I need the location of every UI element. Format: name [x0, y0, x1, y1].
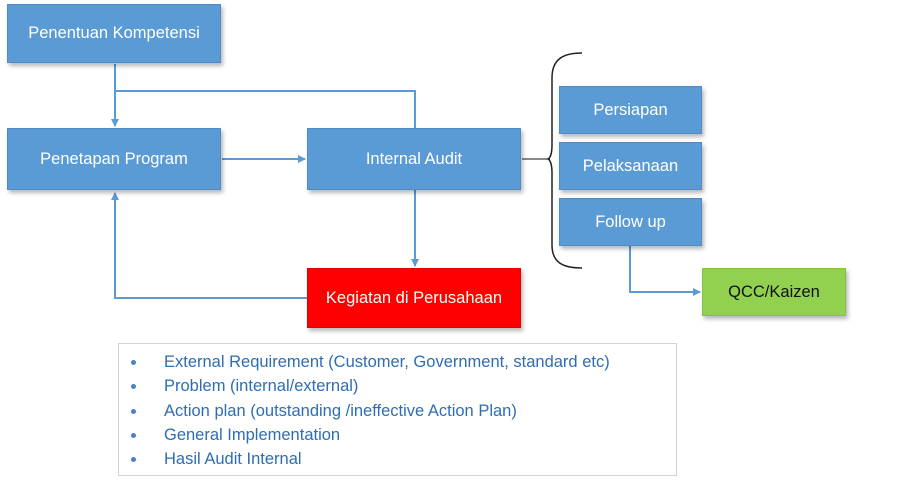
bullet-list-box: External Requirement (Customer, Governme… [118, 343, 677, 476]
bullet-item-text: Problem (internal/external) [164, 377, 359, 396]
bullet-dot-icon [131, 384, 136, 390]
node-pelaksanaan-label: Pelaksanaan [582, 156, 679, 175]
node-follow-up-label: Follow up [595, 212, 666, 231]
bullet-item-text: Hasil Audit Internal [164, 450, 302, 469]
node-penentuan-kompetensi: Penentuan Kompetensi [7, 4, 221, 63]
bullet-item: External Requirement (Customer, Governme… [119, 350, 676, 374]
bullet-list: External Requirement (Customer, Governme… [119, 350, 676, 471]
bullet-item: General Implementation [119, 423, 676, 447]
bullet-dot-icon [131, 408, 136, 414]
curly-brace [546, 52, 583, 269]
bullet-item: Problem (internal/external) [119, 374, 676, 398]
node-qcc-kaizen-label: QCC/Kaizen [728, 282, 820, 301]
node-penentuan-kompetensi-label: Penentuan Kompetensi [28, 24, 200, 42]
arrow-followup-to-qcc [629, 246, 701, 296]
bullet-dot-icon [131, 432, 136, 438]
bullet-dot-icon [131, 360, 136, 365]
arrow-kegiatan-to-program [111, 192, 308, 299]
bullet-item: Action plan (outstanding /ineffective Ac… [119, 399, 676, 423]
node-follow-up: Follow up [559, 198, 702, 246]
bullet-item-text: General Implementation [164, 425, 341, 444]
bullet-dot-icon [131, 457, 136, 463]
node-penetapan-program-label: Penetapan Program [40, 149, 188, 168]
node-kegiatan-perusahaan-label: Kegiatan di Perusahaan [325, 288, 503, 307]
node-qcc-kaizen: QCC/Kaizen [702, 268, 846, 316]
node-persiapan: Persiapan [559, 86, 702, 134]
node-internal-audit: Internal Audit [307, 128, 521, 190]
node-persiapan-label: Persiapan [593, 100, 668, 119]
node-internal-audit-label: Internal Audit [365, 149, 463, 168]
bullet-item-text: Action plan (outstanding /ineffective Ac… [164, 401, 517, 420]
node-penetapan-program: Penetapan Program [7, 128, 221, 190]
bullet-item: Hasil Audit Internal [119, 447, 676, 471]
node-kegiatan-perusahaan: Kegiatan di Perusahaan [307, 268, 521, 328]
bullet-item-text: External Requirement (Customer, Governme… [164, 353, 610, 371]
arrow-audit-loop-to-program [115, 90, 416, 128]
node-pelaksanaan: Pelaksanaan [559, 142, 702, 190]
